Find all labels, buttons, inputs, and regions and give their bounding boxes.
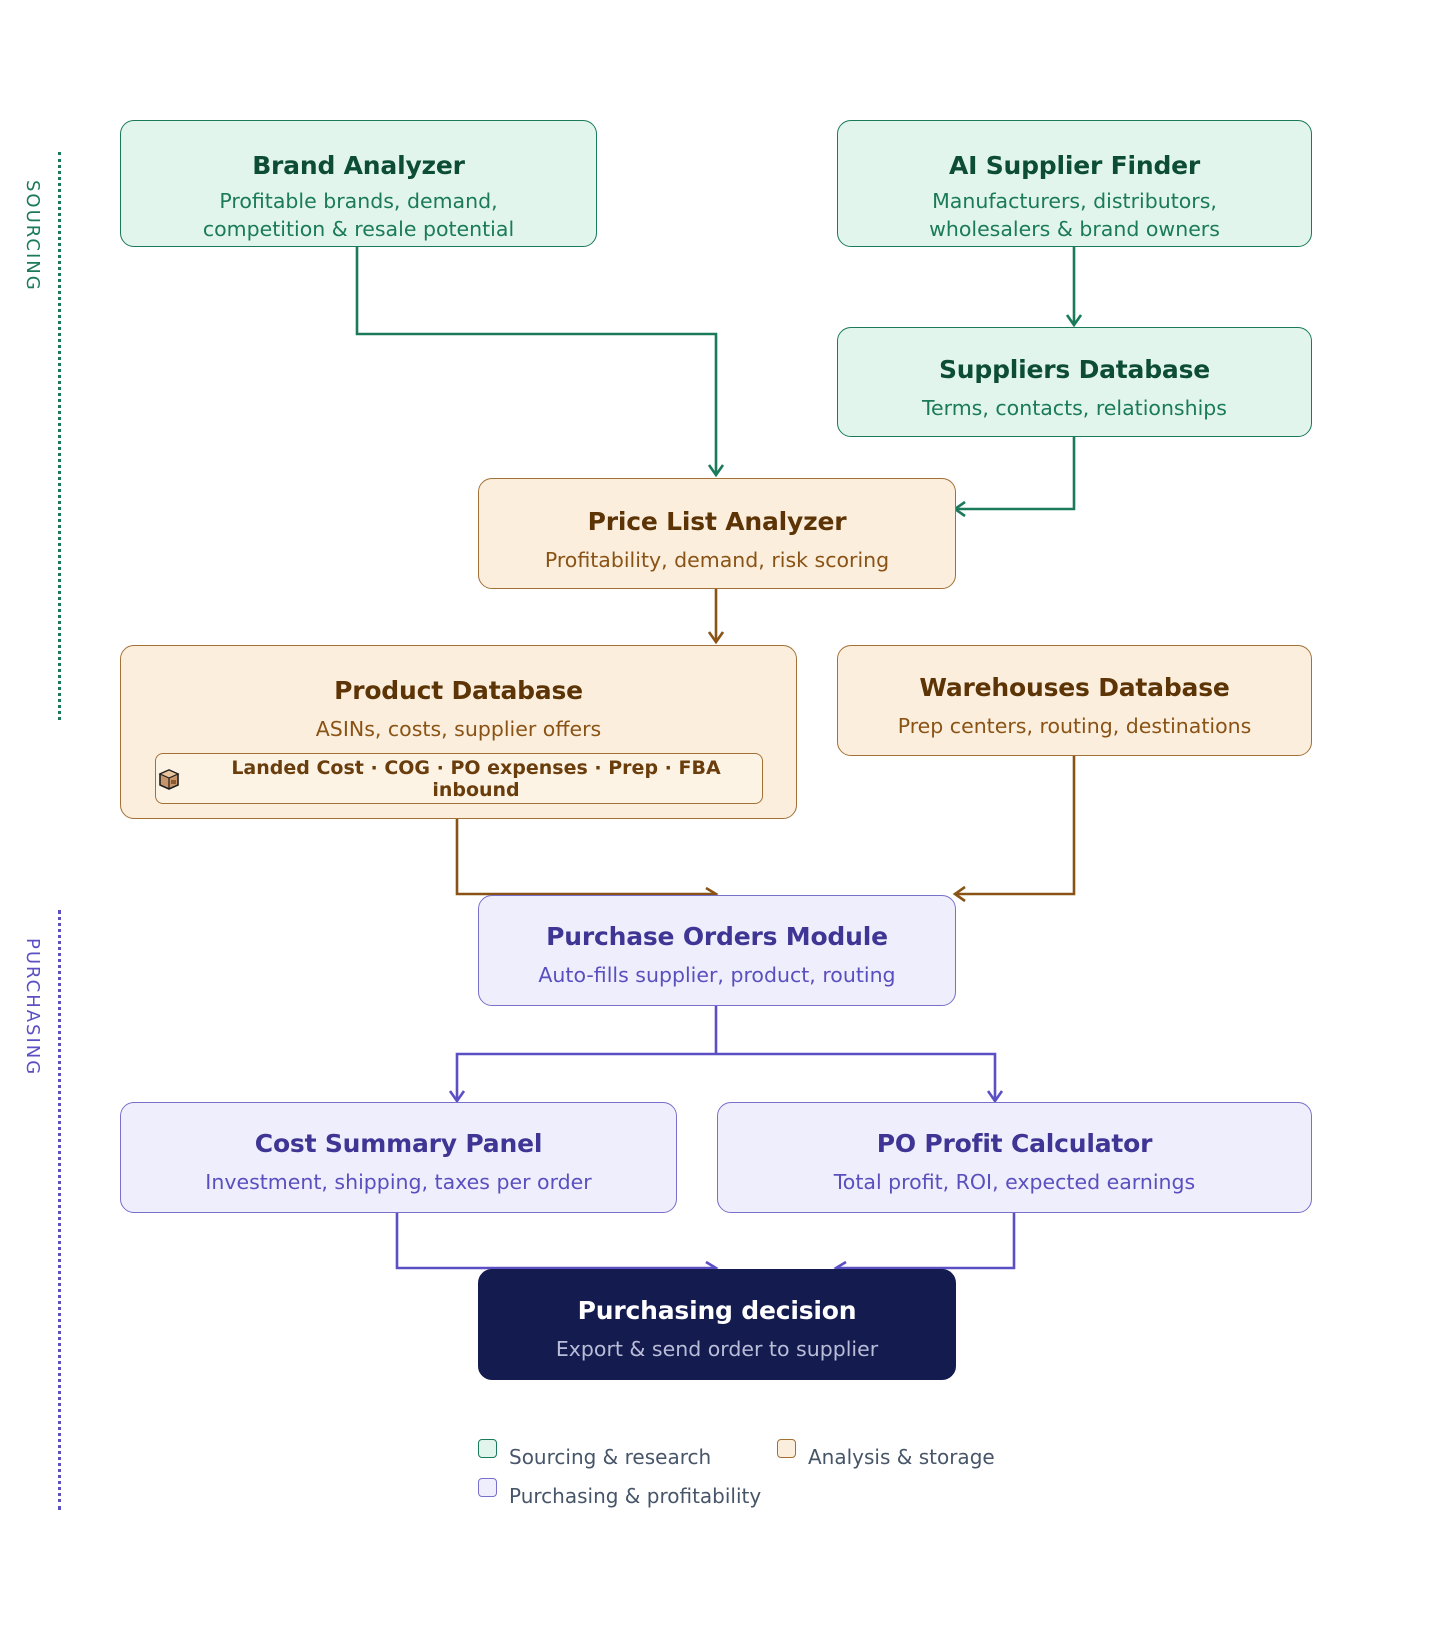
legend-swatch-green: [478, 1438, 497, 1458]
legend-swatch-orange: [777, 1438, 796, 1458]
node-po-profit-calculator: PO Profit Calculator Total profit, ROI, …: [717, 1102, 1312, 1213]
legend-item-sourcing: Sourcing & research: [478, 1438, 712, 1469]
node-title: Purchase Orders Module: [546, 922, 888, 951]
node-subtitle: Prep centers, routing, destinations: [897, 714, 1252, 738]
node-price-list-analyzer: Price List Analyzer Profitability, deman…: [478, 478, 956, 589]
node-warehouses-database: Warehouses Database Prep centers, routin…: [837, 645, 1312, 756]
node-title: Purchasing decision: [577, 1296, 857, 1325]
connector-suppliers-to-pricelist: [956, 437, 1076, 511]
node-brand-analyzer: Brand Analyzer Profitable brands, demand…: [120, 120, 597, 247]
legend-label: Analysis & storage: [808, 1445, 995, 1469]
node-subtitle: Investment, shipping, taxes per order: [205, 1170, 592, 1194]
legend-swatch-purple: [478, 1477, 497, 1497]
section-label-purchasing: PURCHASING: [22, 938, 43, 1077]
legend-item-analysis: Analysis & storage: [777, 1438, 995, 1469]
node-subtitle: Terms, contacts, relationships: [921, 396, 1227, 420]
node-title: Product Database: [334, 676, 583, 705]
arrowhead-finder-to-suppliers: [1065, 314, 1083, 328]
connector-po-to-cost: [455, 1052, 716, 1100]
section-line-purchasing: [58, 910, 61, 1510]
node-subtitle: Total profit, ROI, expected earnings: [833, 1170, 1196, 1194]
node-purchasing-decision: Purchasing decision Export & send order …: [478, 1269, 956, 1380]
node-cost-summary-panel: Cost Summary Panel Investment, shipping,…: [120, 1102, 677, 1213]
legend-item-purchasing: Purchasing & profitability: [478, 1477, 762, 1508]
node-purchase-orders-module: Purchase Orders Module Auto-fills suppli…: [478, 895, 956, 1006]
node-suppliers-database: Suppliers Database Terms, contacts, rela…: [837, 327, 1312, 437]
node-product-database: Product Database ASINs, costs, supplier …: [120, 645, 797, 819]
section-label-sourcing: SOURCING: [22, 180, 43, 292]
arrowhead-po-to-profit: [986, 1090, 1004, 1104]
node-subtitle: Profitability, demand, risk scoring: [544, 548, 890, 572]
node-subtitle: Manufacturers, distributors, wholesalers…: [929, 189, 1220, 241]
connector-po-to-profit: [716, 1052, 997, 1100]
cost-components-chip: Landed Cost · COG · PO expenses · Prep ·…: [155, 753, 763, 804]
connector-profit-to-decision: [836, 1213, 1016, 1270]
legend-label: Purchasing & profitability: [509, 1484, 762, 1508]
node-title: Price List Analyzer: [587, 507, 847, 536]
node-title: Suppliers Database: [938, 355, 1211, 384]
arrowhead-warehouses-to-po: [952, 885, 966, 903]
node-title: Warehouses Database: [919, 673, 1230, 702]
node-title: AI Supplier Finder: [948, 151, 1201, 180]
node-subtitle: Export & send order to supplier: [555, 1337, 879, 1361]
arrowhead-po-to-cost: [448, 1090, 466, 1104]
legend-label: Sourcing & research: [509, 1445, 712, 1469]
connector-brand-to-pricelist: [355, 247, 718, 474]
node-ai-supplier-finder: AI Supplier Finder Manufacturers, distri…: [837, 120, 1312, 247]
node-title: PO Profit Calculator: [876, 1129, 1153, 1158]
package-icon: [158, 768, 180, 790]
connector-cost-to-decision: [395, 1213, 716, 1270]
connector-warehouses-to-po: [956, 756, 1076, 896]
cost-components-text: Landed Cost · COG · PO expenses · Prep ·…: [231, 756, 721, 801]
node-subtitle: ASINs, costs, supplier offers: [315, 717, 602, 741]
connector-product-to-po: [455, 819, 716, 896]
node-subtitle: Auto-fills supplier, product, routing: [538, 963, 896, 987]
node-subtitle: Profitable brands, demand, competition &…: [202, 189, 515, 241]
node-title: Cost Summary Panel: [254, 1129, 543, 1158]
section-line-sourcing: [58, 152, 61, 720]
arrowhead-brand-to-pricelist: [707, 464, 725, 478]
node-title: Brand Analyzer: [252, 151, 465, 180]
arrowhead-pricelist-to-product: [707, 631, 725, 645]
